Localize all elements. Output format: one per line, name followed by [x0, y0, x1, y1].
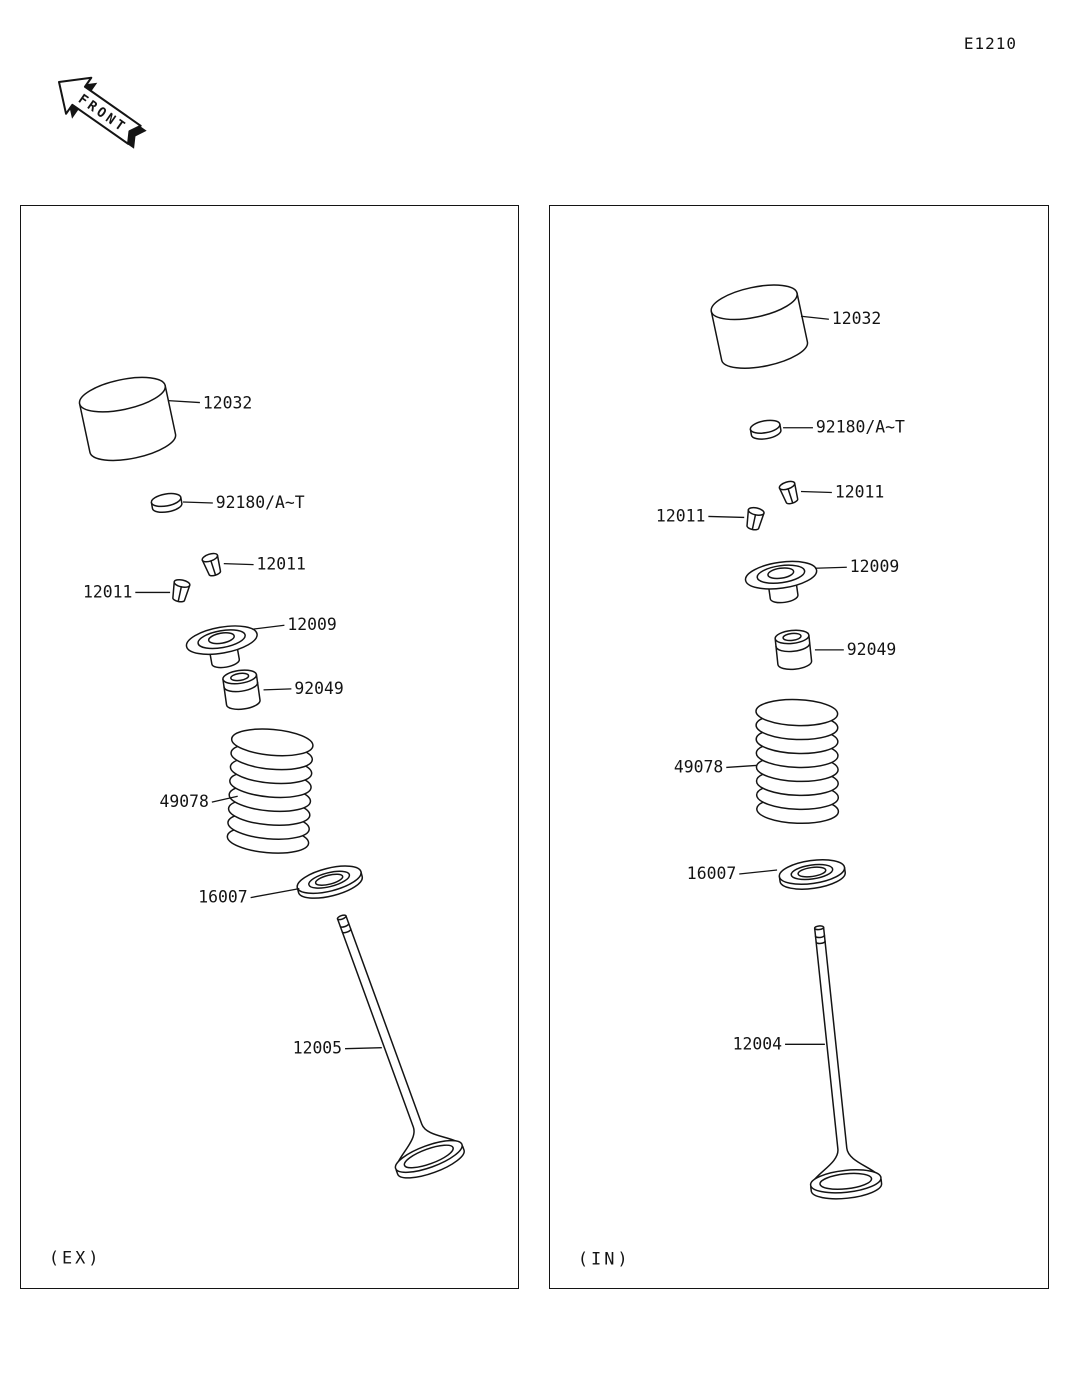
leader-line — [223, 562, 254, 566]
panel-caption-ex: (EX) — [49, 1247, 102, 1267]
part-spring-retainer: 12009 — [183, 615, 337, 675]
part-shim: 92180/A~T — [149, 490, 305, 516]
tappet-drawing — [707, 277, 812, 376]
part-label-valve-spring: 49078 — [674, 757, 723, 776]
keeper-drawing — [200, 551, 224, 579]
seal-drawing — [773, 627, 813, 672]
leader-line — [726, 764, 757, 769]
seal-drawing — [221, 667, 262, 713]
spring-drawing — [751, 697, 844, 826]
part-label-shim: 92180/A~T — [216, 493, 305, 512]
part-label-tappet: 12032 — [832, 309, 881, 328]
part-spring-seat: 16007 — [687, 855, 848, 894]
seat-drawing — [777, 855, 848, 894]
part-valve-seal: 92049 — [221, 667, 344, 713]
leader-line — [708, 515, 745, 519]
part-label-tappet: 12032 — [203, 394, 252, 413]
part-keeper-a: 12011 — [777, 479, 884, 507]
part-label-spring-retainer: 12009 — [287, 615, 336, 634]
part-valve-spring: 49078 — [160, 725, 319, 857]
part-label-valve-seal: 92049 — [847, 640, 896, 659]
front-direction-arrow: FRONT — [58, 76, 147, 149]
part-label-keeper-a: 12011 — [835, 483, 884, 502]
leader-line — [211, 795, 238, 803]
shim-drawing — [149, 490, 184, 516]
leader-line — [345, 1047, 382, 1050]
keeper-drawing — [169, 577, 192, 604]
keeper-drawing — [743, 505, 766, 532]
leader-line — [800, 315, 829, 320]
part-valve: 12005 — [293, 902, 469, 1186]
part-label-spring-seat: 16007 — [687, 864, 736, 883]
part-valve: 12004 — [733, 921, 884, 1203]
leader-line — [250, 888, 300, 899]
part-valve-spring: 49078 — [674, 697, 844, 826]
shim-drawing — [748, 417, 783, 442]
leader-line — [252, 624, 285, 630]
retainer-drawing — [743, 556, 822, 609]
part-label-keeper-a: 12011 — [257, 555, 306, 574]
part-label-valve-spring: 49078 — [160, 792, 209, 811]
leader-line — [739, 869, 778, 875]
panel-caption-in: (IN) — [578, 1248, 631, 1268]
part-label-valve: 12005 — [293, 1039, 342, 1058]
part-keeper-b: 12011 — [656, 505, 766, 532]
leader-line — [800, 490, 832, 494]
spring-drawing — [221, 725, 319, 857]
part-label-spring-retainer: 12009 — [850, 557, 899, 576]
part-label-valve-seal: 92049 — [294, 679, 343, 698]
valve-drawing — [783, 921, 884, 1203]
tappet-drawing — [75, 370, 180, 468]
part-label-spring-seat: 16007 — [198, 888, 247, 907]
part-label-keeper-b: 12011 — [656, 506, 705, 525]
part-shim: 92180/A~T — [748, 417, 905, 442]
part-tappet: 12032 — [707, 277, 881, 376]
part-spring-retainer: 12009 — [743, 556, 899, 609]
part-label-keeper-b: 12011 — [83, 582, 132, 601]
intake-valve-panel: 12032 92180/A~T 12011 12011 12009 92049 — [549, 205, 1049, 1289]
keeper-drawing — [777, 479, 802, 507]
exhaust-valve-panel: 12032 92180/A~T 12011 12011 12009 92049 — [20, 205, 519, 1289]
leader-line — [263, 688, 292, 691]
leader-line — [183, 501, 213, 504]
part-keeper-a: 12011 — [200, 551, 306, 579]
doc-code: E1210 — [963, 34, 1017, 53]
part-keeper-b: 12011 — [83, 577, 192, 604]
seat-drawing — [293, 859, 366, 905]
part-spring-seat: 16007 — [198, 859, 366, 907]
part-valve-seal: 92049 — [773, 627, 896, 672]
part-tappet: 12032 — [75, 370, 252, 468]
leader-line — [168, 399, 200, 404]
leader-line — [814, 566, 847, 569]
part-label-shim: 92180/A~T — [816, 418, 905, 437]
part-label-valve: 12004 — [733, 1034, 783, 1053]
retainer-drawing — [183, 620, 263, 675]
